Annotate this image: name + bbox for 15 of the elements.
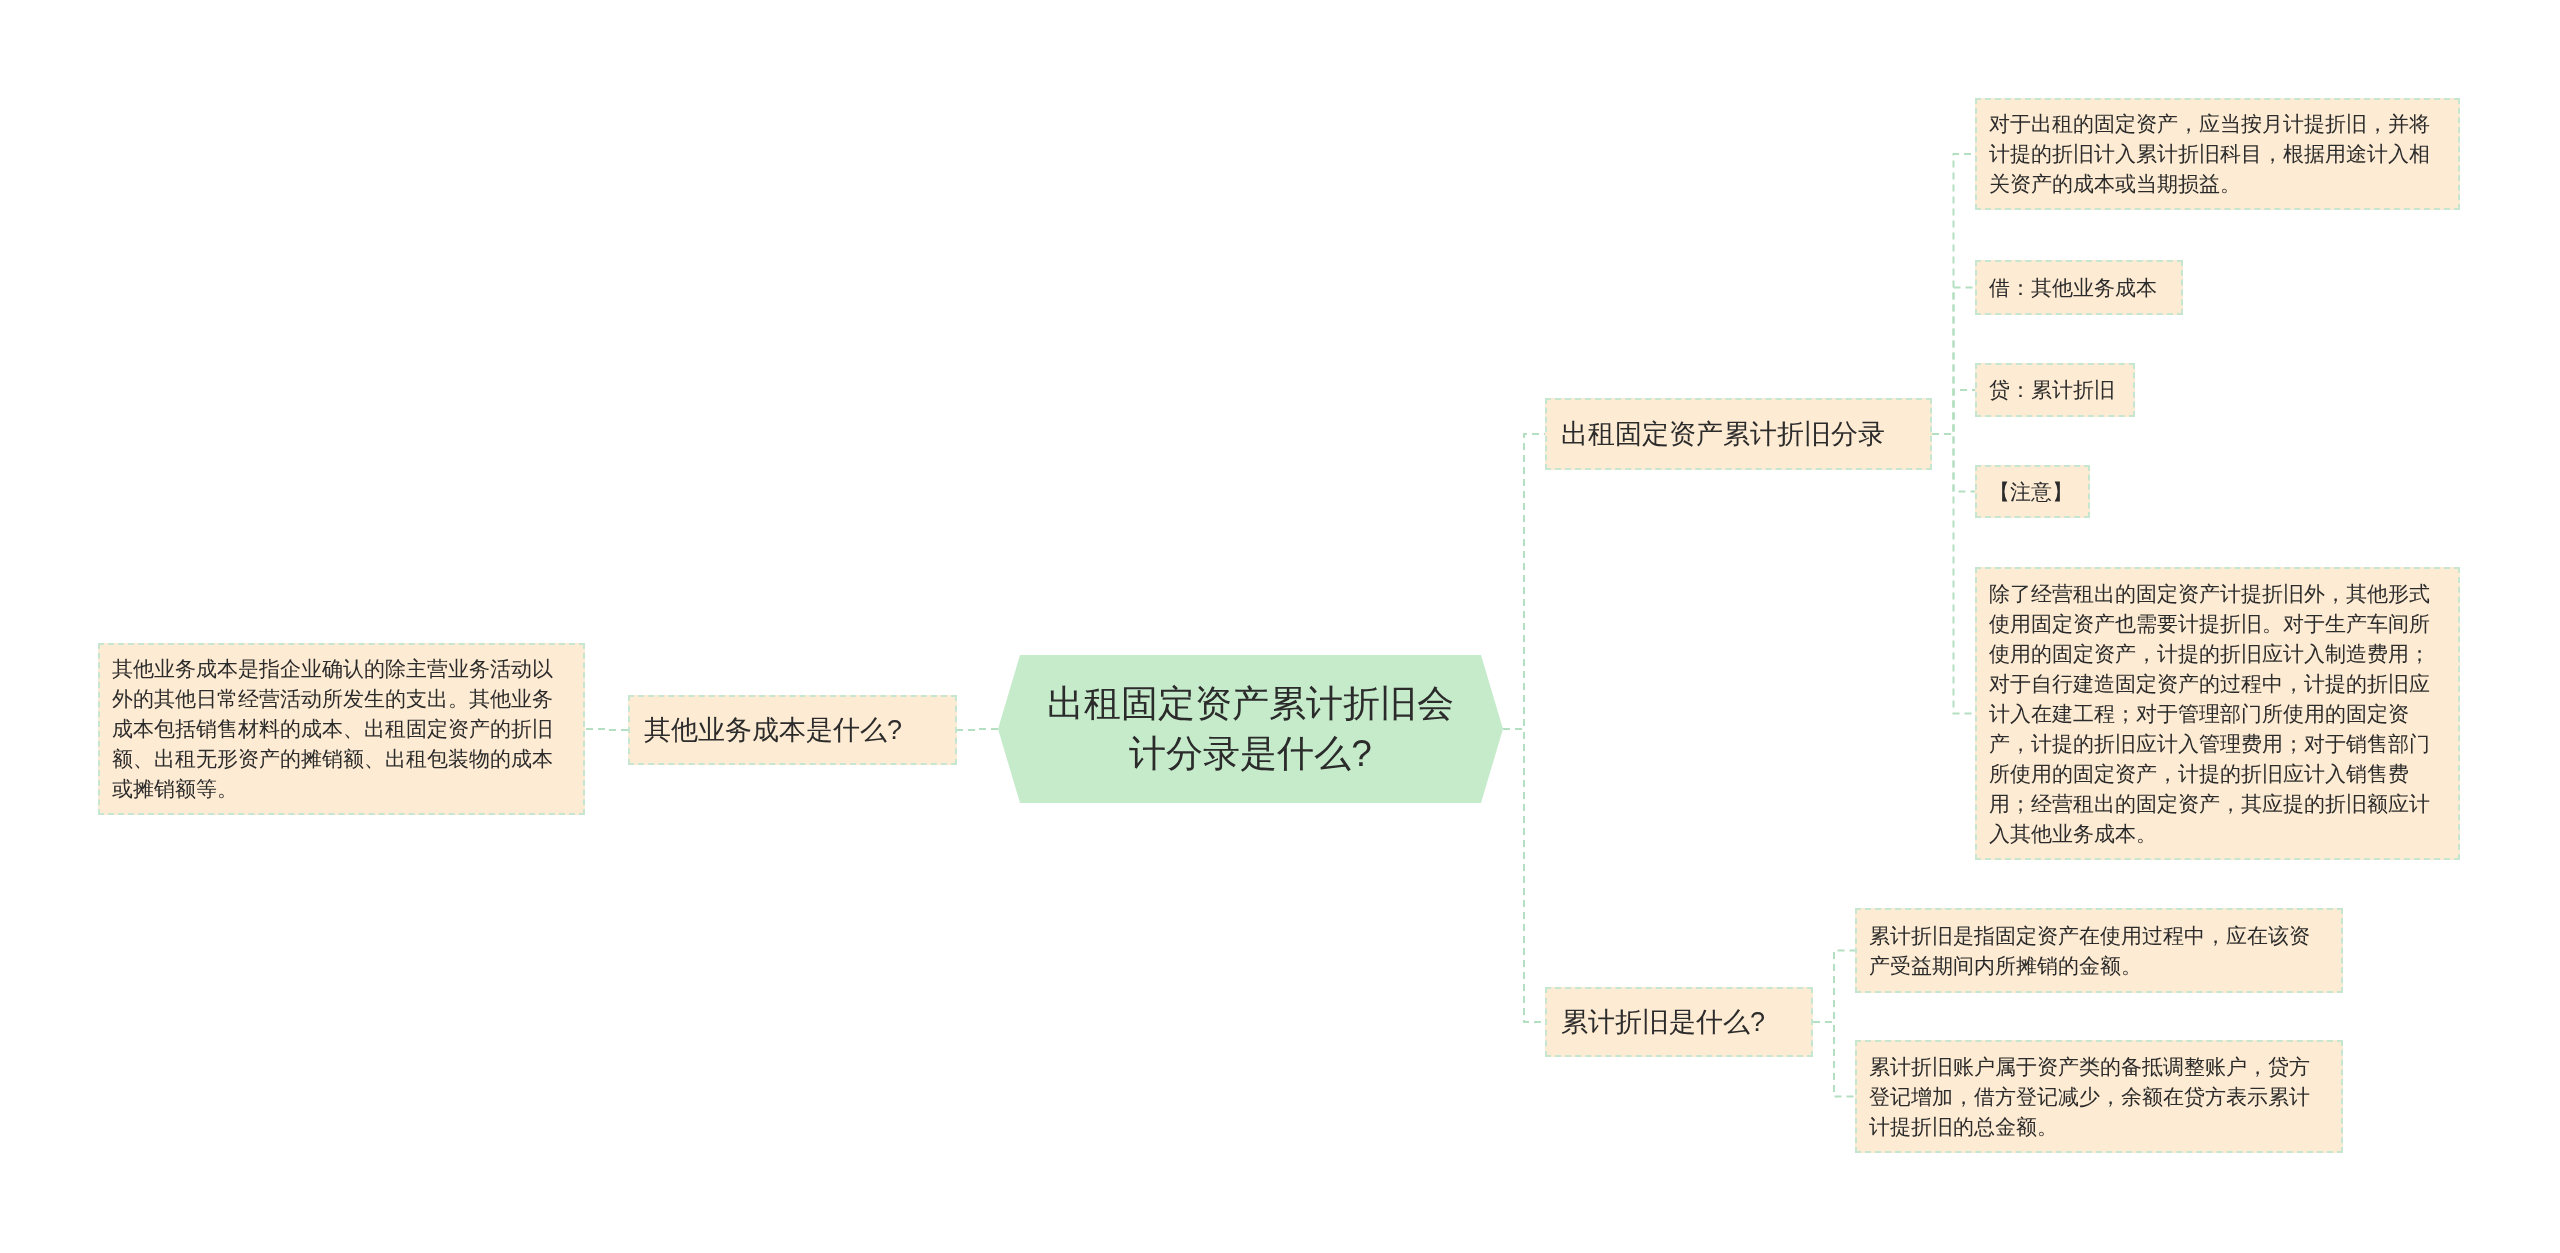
note-box: 对于出租的固定资产，应当按月计提折旧，并将计提的折旧计入累计折旧科目，根据用途计入相关资产的成本或当期损益。 xyxy=(1975,98,2460,210)
subtopic-box: 出租固定资产累计折旧分录 xyxy=(1545,398,1932,470)
note-box: 累计折旧是指固定资产在使用过程中，应在该资产受益期间内所摊销的金额。 xyxy=(1855,908,2343,993)
note-box: 除了经营租出的固定资产计提折旧外，其他形式使用固定资产也需要计提折旧。对于生产车间所使用的固定资产，计提的折旧应计入制造费用；对于自行建造固定资产的过程中，计提的折旧应计入在建工程；对于管理部门所使用的固定资产，计提的折旧应计入管理费用；对于销售部门所使用的固定资产，计提的折旧应计入销售费用；经营租出的固定资产，其应提的折旧额应计入其他业务成本。 xyxy=(1975,567,2460,860)
note-box: 其他业务成本是指企业确认的除主营业务活动以外的其他日常经营活动所发生的支出。其他业务成本包括销售材料的成本、出租固定资产的折旧额、出租无形资产的摊销额、出租包装物的成本或摊销额等。 xyxy=(98,643,585,815)
connector xyxy=(1812,1021,1856,1098)
connector xyxy=(584,728,629,731)
subtopic-box: 其他业务成本是什么? xyxy=(628,695,957,765)
connector xyxy=(956,728,999,731)
topic-hexagon: 出租固定资产累计折旧会计分录是什么? xyxy=(998,655,1503,803)
note-box: 贷：累计折旧 xyxy=(1975,363,2135,417)
note-box: 【注意】 xyxy=(1975,465,2090,518)
subtopic-box: 累计折旧是什么? xyxy=(1545,987,1813,1057)
note-box: 累计折旧账户属于资产类的备抵调整账户，贷方登记增加，借方登记减少，余额在贷方表示累计计提折旧的总金额。 xyxy=(1855,1040,2343,1153)
note-box: 借：其他业务成本 xyxy=(1975,260,2183,315)
